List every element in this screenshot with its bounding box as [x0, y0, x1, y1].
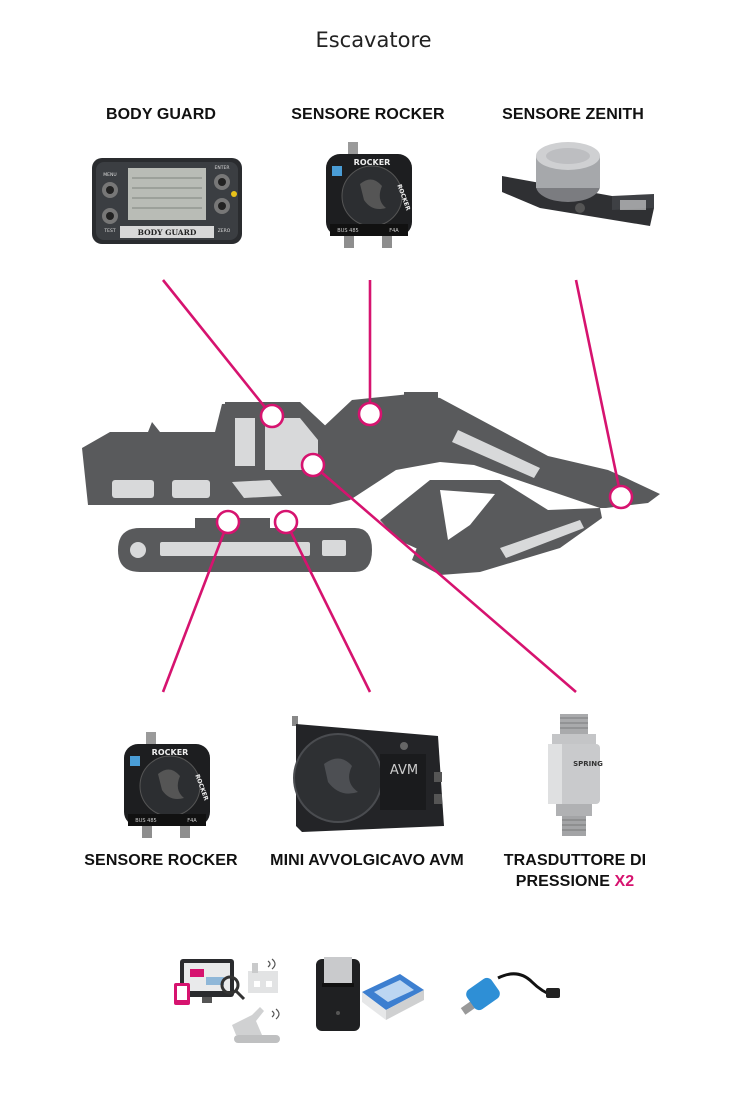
rocker-sensor-image-bottom: ROCKER ROCKER BUS 485 F4A [118, 730, 216, 842]
avm-device-image: AVM [288, 714, 448, 838]
sensor-markers [215, 401, 634, 535]
label-sensore-zenith: SENSORE ZENITH [502, 106, 644, 123]
zenith-sensor-image [500, 136, 658, 236]
pressure-transducer-image: SPRING [538, 712, 610, 840]
line-zenith [574, 279, 623, 498]
body-guard-test: TEST [103, 228, 115, 234]
connector-lines [161, 279, 623, 693]
card-reader-image [360, 966, 426, 1022]
marker-body-guard [259, 403, 285, 429]
monitoring-dashboard-icon [172, 955, 292, 1051]
body-guard-enter: ENTER [215, 165, 230, 171]
label-trasduttore-pressione: TRASDUTTORE DI PRESSIONE X2 [460, 850, 690, 892]
quantity-badge: X2 [614, 873, 635, 890]
marker-trasduttore [300, 452, 326, 478]
line-body-guard [161, 279, 274, 417]
label-trasduttore-line2: PRESSIONE [515, 873, 610, 890]
printer-device-image [312, 955, 364, 1035]
rocker-bottom-bus: BUS 485 [135, 818, 156, 824]
label-sensore-rocker-bottom: SENSORE ROCKER [84, 852, 238, 869]
label-mini-avvolgicavo-avm: MINI AVVOLGICAVO AVM [270, 852, 464, 869]
rocker-sensor-image-top: ROCKER ROCKER BUS 485 F4A [320, 140, 418, 252]
label-body-guard: BODY GUARD [105, 106, 217, 123]
marker-avm [273, 509, 299, 535]
body-guard-menu: MENU [103, 172, 116, 178]
avm-label: AVM [390, 763, 418, 778]
rocker-bottom-f4a: F4A [187, 818, 197, 824]
label-trasduttore-line1: TRASDUTTORE DI [503, 852, 647, 869]
marker-zenith [608, 484, 634, 510]
body-guard-brand: BODY GUARD [138, 228, 197, 237]
label-sensore-rocker-top: SENSORE ROCKER [291, 106, 445, 123]
line-rocker-bottom [161, 521, 230, 693]
rocker-bottom-title: ROCKER [152, 748, 189, 757]
body-guard-zero: ZERO [218, 228, 231, 234]
page-title: Escavatore [315, 28, 432, 52]
marker-rocker-top [357, 401, 383, 427]
excavator-silhouette [82, 392, 660, 575]
line-avm [284, 521, 372, 693]
usb-dongle-image [458, 960, 564, 1024]
rocker-top-bus: BUS 485 [337, 228, 358, 234]
body-guard-device-image: BODY GUARD MENU ENTER TEST ZERO [90, 156, 244, 248]
line-trasduttore [312, 464, 577, 693]
rocker-top-title: ROCKER [354, 158, 391, 167]
rocker-top-f4a: F4A [389, 228, 399, 234]
marker-rocker-bottom [215, 509, 241, 535]
transducer-brand: SPRING [573, 760, 603, 768]
